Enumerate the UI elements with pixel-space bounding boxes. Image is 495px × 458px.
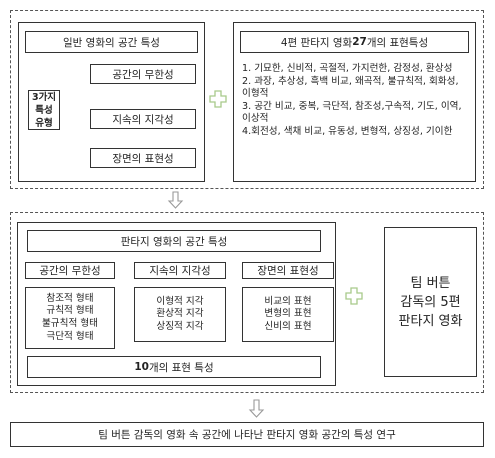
list-item: 신비의 표현 (264, 320, 312, 332)
list-item: 규칙적 형태 (46, 305, 94, 317)
middle-section (10, 212, 484, 393)
four-films-title-count: 27 (352, 36, 367, 48)
list-item: 극단적 형태 (46, 330, 94, 342)
list-item: 환상적 지각 (156, 308, 204, 320)
four-films-title-suffix: 개의 표현특성 (366, 36, 429, 49)
expression-line-2: 2. 과장, 추상성, 흑백 비교, 왜곡적, 불규칙적, 회화성, 이형적 (242, 75, 459, 100)
column-header-infinity: 공간의 무한성 (25, 262, 115, 279)
perception-of-duration-box: 지속의 지각성 (90, 109, 196, 129)
fantasy-film-title: 판타지 영화의 공간 특성 (27, 230, 321, 252)
expression-line-3: 3. 공간 비교, 중복, 극단적, 참조성,구속적, 기도, 이역, 이상적 (242, 100, 462, 125)
expressiveness-of-scene-box: 장면의 표현성 (90, 148, 196, 168)
list-item: 변형의 표현 (264, 308, 312, 320)
ten-characteristics-suffix: 개의 표현 특성 (148, 361, 214, 374)
four-films-title-prefix: 4편 판타지 영화 (280, 36, 353, 49)
list-item: 이형적 지각 (156, 295, 204, 307)
expression-line-1: 1. 기묘한, 신비적, 곡절적, 가지런한, 감정성, 환상성 (242, 63, 453, 74)
list-item: 비교의 표현 (264, 295, 312, 307)
plus-icon (209, 90, 363, 305)
column-header-expressiveness: 장면의 표현성 (242, 262, 334, 279)
tim-burton-films-box: 팀 버튼 감독의 5편 판타지 영화 (384, 227, 477, 377)
general-film-title: 일반 영화의 공간 특성 (25, 31, 198, 53)
list-item: 상징적 지각 (156, 320, 204, 332)
column-items-infinity: 참조적 형태 규칙적 형태 불규칙적 형태 극단적 형태 (25, 287, 115, 349)
column-header-perception: 지속의 지각성 (134, 262, 226, 279)
expression-list: 1. 기묘한, 신비적, 곡절적, 가지런한, 감정성, 환상성 2. 과장, … (242, 63, 470, 139)
list-item: 불규칙적 형태 (41, 318, 98, 329)
infinity-of-space-box: 공간의 무한성 (90, 64, 196, 84)
column-items-expressiveness: 비교의 표현 변형의 표현 신비의 표현 (242, 287, 334, 342)
top-section (10, 10, 484, 189)
ten-characteristics-count: 10 (134, 361, 149, 373)
list-item: 참조적 형태 (46, 292, 94, 304)
research-title: 팀 버튼 감독의 영화 속 공간에 나타난 판타지 영화 공간의 특성 연구 (10, 422, 484, 447)
three-types-label: 3가지 특성 유형 (28, 90, 60, 130)
expression-line-4: 4.회전성, 색채 비교, 유동성, 변형적, 상징성, 기이한 (242, 125, 453, 137)
column-items-perception: 이형적 지각 환상적 지각 상징적 지각 (134, 287, 226, 342)
